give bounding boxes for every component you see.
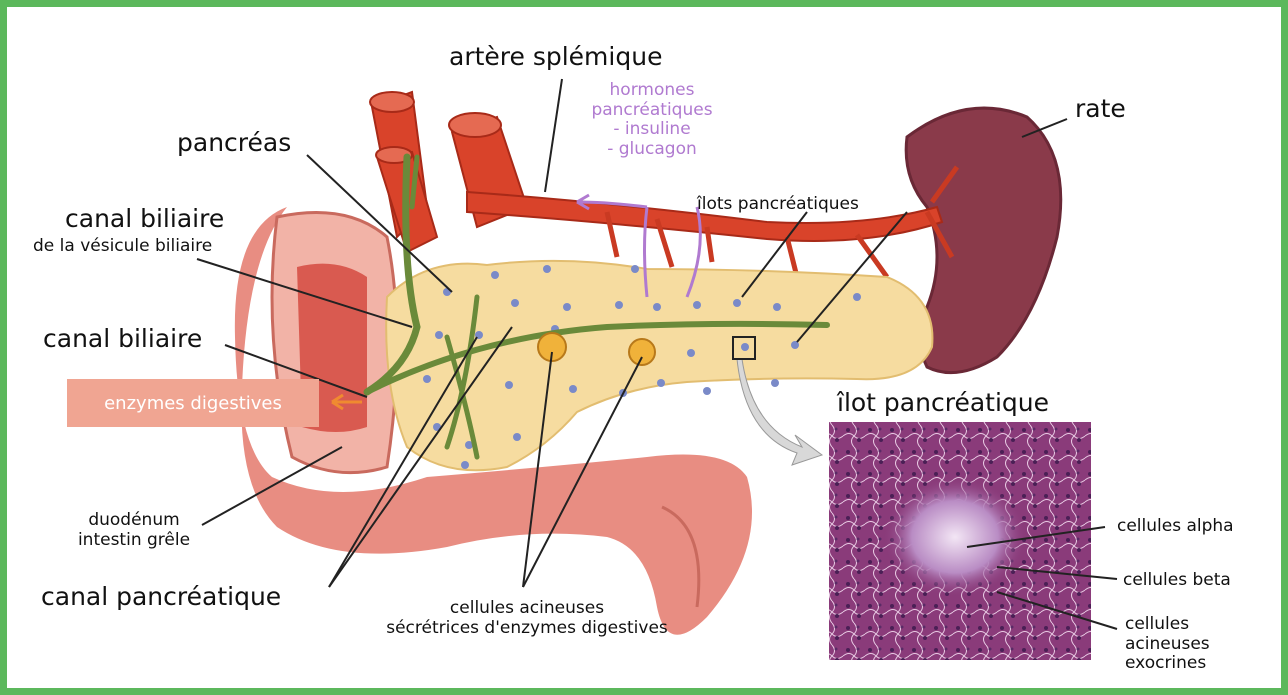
label-acineuses-line2: sécrétrices d'enzymes digestives: [327, 619, 727, 639]
micrograph: [829, 422, 1091, 660]
label-duodenum-line1: duodénum: [59, 511, 209, 531]
label-acineuses-exo-line3: exocrines: [1125, 654, 1210, 674]
label-duodenum: duodénum intestin grêle: [59, 511, 209, 550]
label-acineuses-exo-line1: cellules: [1125, 615, 1210, 635]
label-cellules-alpha: cellules alpha: [1117, 517, 1234, 537]
label-cellules-beta: cellules beta: [1123, 571, 1231, 591]
label-duodenum-line2: intestin grêle: [59, 531, 209, 551]
label-rate: rate: [1075, 95, 1126, 124]
label-hormones: hormones pancréatiques - insuline - gluc…: [567, 81, 737, 159]
label-enzymes-digestives: enzymes digestives: [104, 393, 282, 414]
label-acineuses-line1: cellules acineuses: [327, 599, 727, 619]
enzymes-digestives-box: enzymes digestives: [67, 379, 319, 427]
label-hormones-line3: - insuline: [567, 120, 737, 140]
label-hormones-line1: hormones: [567, 81, 737, 101]
label-canal-pancreatique: canal pancréatique: [41, 583, 281, 612]
label-artere-splenique: artère splémique: [449, 43, 662, 72]
label-hormones-line4: - glucagon: [567, 140, 737, 160]
label-pancreas: pancréas: [177, 129, 291, 158]
label-hormones-line2: pancréatiques: [567, 101, 737, 121]
label-ilots-pancreatiques: îlots pancréatiques: [697, 195, 859, 215]
label-cellules-acineuses: cellules acineuses sécrétrices d'enzymes…: [327, 599, 727, 638]
label-canal-biliaire-vesicule-sub: de la vésicule biliaire: [33, 237, 212, 257]
label-ilot-pancreatique: îlot pancréatique: [837, 389, 1049, 418]
label-canal-biliaire: canal biliaire: [43, 325, 202, 354]
label-canal-biliaire-vesicule: canal biliaire: [65, 205, 224, 234]
label-cellules-acineuses-exocrines: cellules acineuses exocrines: [1125, 615, 1210, 674]
label-acineuses-exo-line2: acineuses: [1125, 635, 1210, 655]
